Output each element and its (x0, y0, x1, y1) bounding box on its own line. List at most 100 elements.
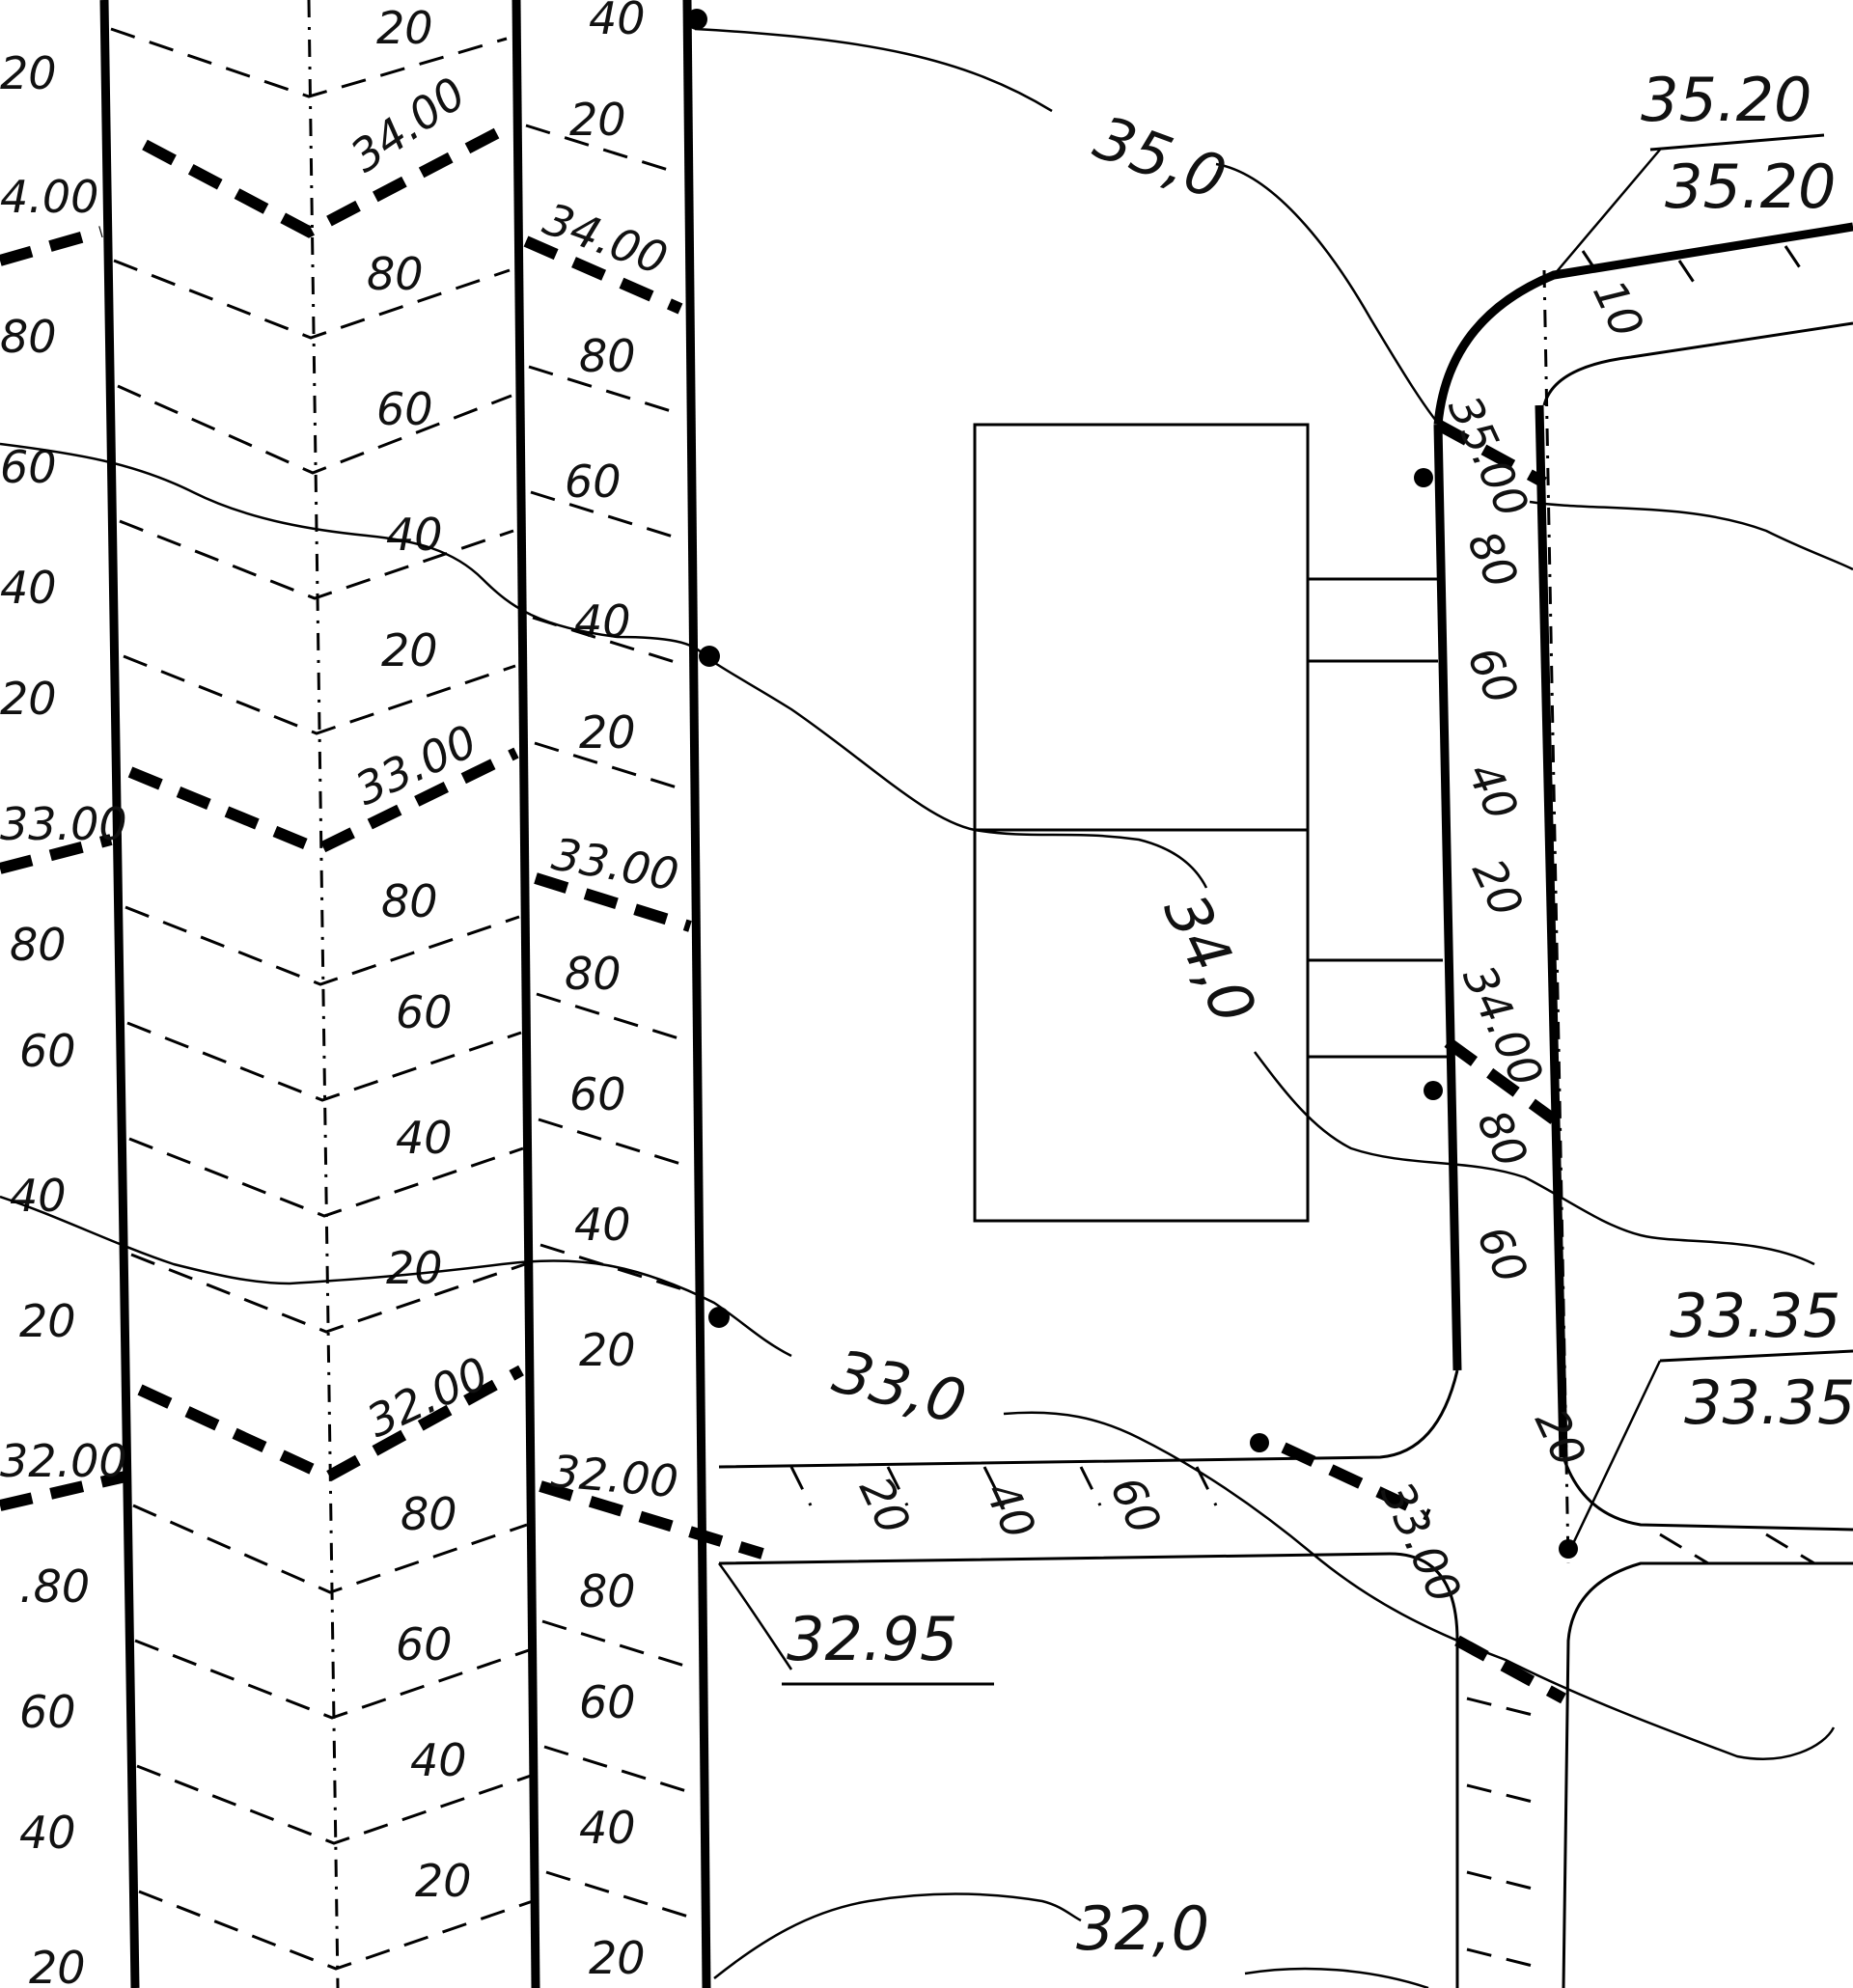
road-contour-33-left (0, 834, 113, 874)
building-outline (973, 423, 1310, 1223)
contour-35-a (694, 27, 1053, 113)
street-mid-edge (512, 0, 540, 1988)
side-road-label: 35.00 (1438, 388, 1539, 525)
axis-marks: 20 34.00 80 60 40 20 33.00 80 60 40 20 3… (341, 2, 496, 1907)
far-left-mark: 60 (19, 1686, 76, 1738)
far-left-mark: 20 (29, 1942, 86, 1988)
contour-32-b (1244, 1967, 1429, 1988)
side-road-label: 33.00 (1370, 1474, 1472, 1611)
spot-leader-right (1566, 1360, 1662, 1555)
side-road-label: 20 (849, 1469, 921, 1542)
right-road-bottom (1562, 1561, 1853, 1988)
far-left-mark: 80 (10, 919, 67, 971)
axis-mark: 40 (396, 1112, 453, 1164)
far-left-mark: 20 (0, 47, 57, 99)
lower-contour (1454, 1635, 1566, 1704)
contour-34-b (1254, 1051, 1815, 1266)
far-left-mark: 33.00 (0, 798, 127, 850)
far-left-mark: .80 (19, 1560, 90, 1613)
right-edge-marks: 40 20 34.00 80 60 40 20 33.00 80 60 40 2… (537, 0, 682, 1984)
far-left-mark: 32.00 (0, 1435, 127, 1487)
side-road-label: 20 (1462, 851, 1534, 925)
axis-mark: 20 (376, 2, 433, 54)
cross-road-bottom (718, 1552, 1459, 1988)
side-road-label: 60 (1100, 1469, 1172, 1542)
axis-mark: 32.00 (359, 1346, 496, 1448)
far-left-mark: 20 (0, 673, 57, 725)
street-right-edge (682, 0, 711, 1988)
survey-point (1250, 1433, 1269, 1452)
survey-point (699, 646, 720, 667)
survey-point (1414, 468, 1433, 487)
edge-mark: 20 (569, 94, 626, 146)
underline-right-1 (1659, 1349, 1853, 1363)
side-road-right-edge (1535, 404, 1568, 1458)
survey-point (686, 9, 707, 30)
side-road-centerline (1542, 269, 1570, 1564)
building (973, 423, 1448, 1223)
road-contour-32-left (0, 1471, 127, 1511)
contour-label-33: 33,0 (826, 1336, 973, 1438)
survey-point (1559, 1539, 1578, 1559)
contour-label-34: 34,0 (1149, 883, 1270, 1034)
underline-top-1 (1649, 133, 1825, 152)
axis-mark: 60 (376, 383, 433, 435)
axis-mark: 40 (410, 1734, 467, 1786)
edge-mark: 20 (589, 1932, 646, 1984)
far-left-mark: 40 (10, 1170, 67, 1222)
side-contour-34 (1444, 1037, 1558, 1124)
spot-heights: 35.20 35.20 33.35 33.35 32.95 (787, 65, 1853, 1674)
sidewalk-contour-33 (534, 872, 692, 932)
contour-33-a (0, 1195, 792, 1358)
street-left-edge (99, 0, 140, 1988)
far-left-mark: 40 (19, 1807, 76, 1859)
far-left-mark: 60 (19, 1025, 76, 1077)
edge-mark: 80 (579, 330, 636, 382)
axis-mark: 20 (415, 1855, 472, 1907)
axis-mark: 20 (386, 1242, 443, 1294)
survey-points (686, 9, 1578, 1559)
side-road-hatch (789, 245, 1815, 1971)
edge-mark: 80 (565, 948, 622, 1000)
cross-road-top (718, 1369, 1459, 1469)
edge-mark: 40 (589, 0, 646, 44)
edge-mark: 40 (574, 1199, 631, 1251)
side-road-label: 80 (1457, 523, 1529, 596)
contour-label-32: 32,0 (1076, 1893, 1209, 1964)
spot-leader-top (1553, 149, 1661, 276)
carriageway-hatch (110, 27, 534, 1971)
side-road-right-top (1542, 321, 1853, 406)
far-left-mark: 40 (0, 562, 57, 614)
side-road-label: 34.00 (1452, 957, 1554, 1094)
side-road: 35.00 80 60 40 20 34.00 80 60 20 20 40 6… (718, 222, 1853, 1988)
spot-height: 33.35 (1684, 1367, 1853, 1438)
edge-mark: 40 (579, 1802, 636, 1854)
right-road-top (1562, 1456, 1853, 1532)
edge-mark: 60 (569, 1068, 626, 1120)
axis-mark: 80 (381, 875, 438, 927)
axis-mark: 80 (367, 248, 424, 300)
axis-mark: 60 (396, 1618, 453, 1670)
side-road-label: 40 (975, 1474, 1046, 1547)
contour-label-35: 35,0 (1086, 101, 1235, 213)
junction-leader (717, 1562, 793, 1670)
axis-mark: 60 (396, 986, 453, 1038)
side-road-label: 60 (1457, 639, 1529, 712)
road-contour-32 (137, 1365, 524, 1483)
sidewalk-contour-32 (539, 1480, 764, 1560)
contour-33-b (1003, 1411, 1836, 1760)
side-road-left-top (1433, 222, 1853, 426)
spot-height: 35.20 (1665, 152, 1837, 222)
spot-height: 32.95 (787, 1604, 958, 1674)
edge-mark: 60 (565, 456, 622, 508)
side-contour-35 (1435, 419, 1547, 488)
edge-mark: 80 (579, 1565, 636, 1617)
contour-35-b (1215, 162, 1449, 435)
edge-mark: 20 (579, 706, 636, 759)
edge-mark: 20 (579, 1324, 636, 1376)
road-contour-33 (127, 747, 519, 856)
main-street (0, 0, 764, 1988)
far-left-mark: 20 (19, 1295, 76, 1347)
sidewalk-hatch (525, 124, 702, 1922)
